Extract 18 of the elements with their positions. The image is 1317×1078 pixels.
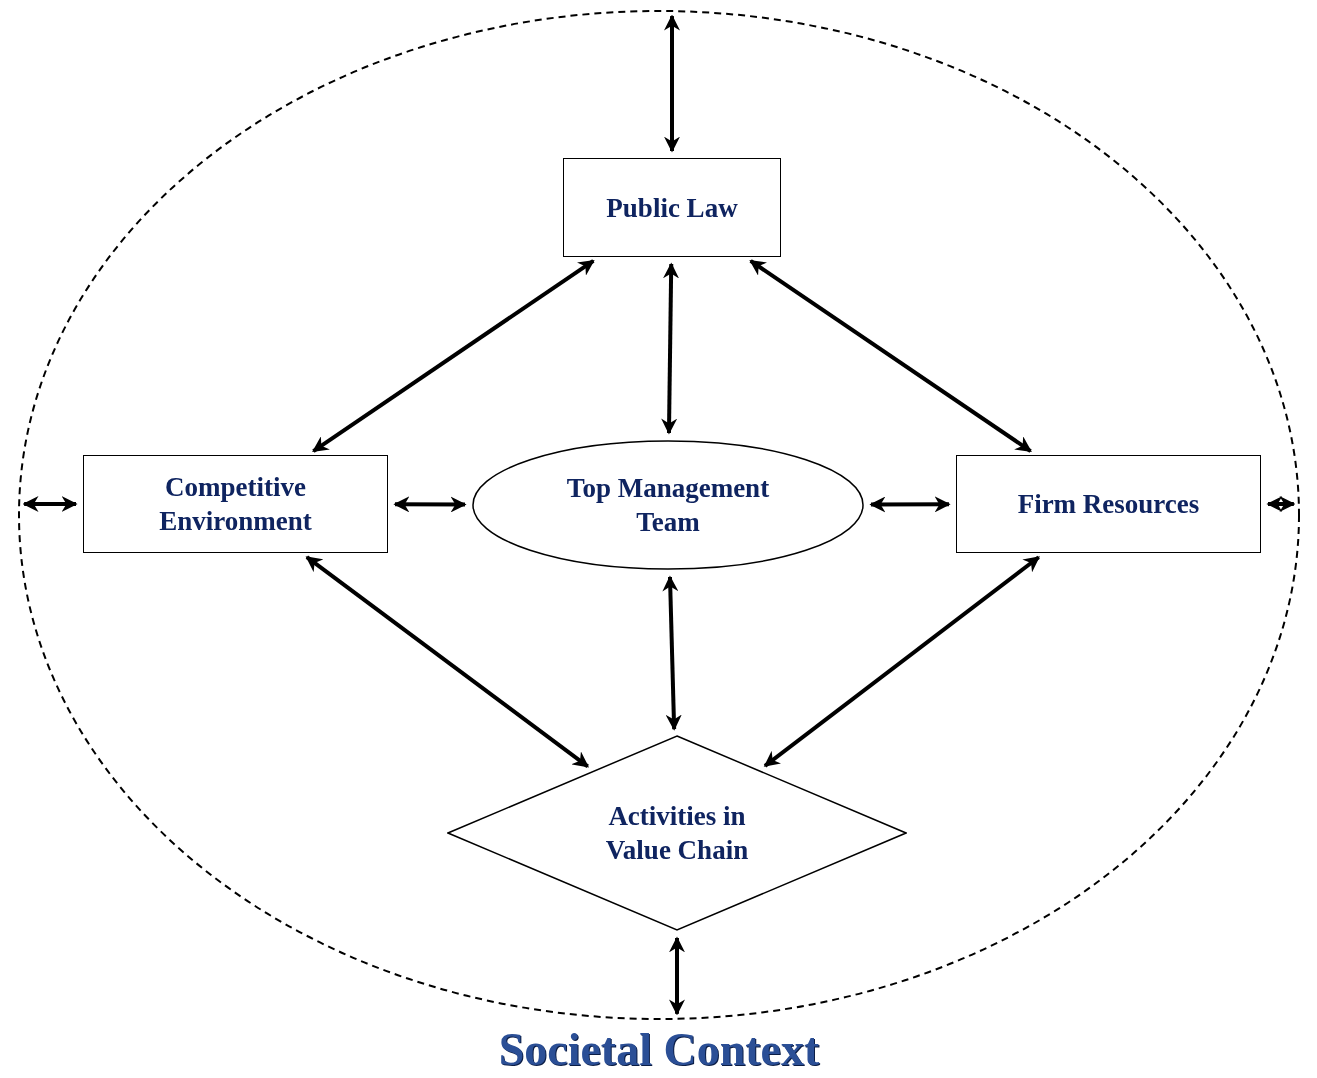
double-arrow [1266,496,1296,512]
context-title: Societal Context [497,1023,821,1077]
double-arrow [763,555,1040,768]
process-box: Firm Resources [956,455,1261,553]
process-box: Competitive Environment [83,455,388,553]
double-arrow [664,14,680,153]
decision-diamond: Activities in Value Chain [447,735,907,931]
double-arrow [305,555,589,769]
double-arrow [312,259,595,453]
oval: Top Management Team [472,440,864,570]
double-arrow [749,259,1032,453]
double-arrow [393,496,467,513]
double-arrow [669,936,685,1016]
double-arrow [662,575,682,731]
double-arrow [869,496,951,513]
double-arrow [22,496,78,512]
process-box: Public Law [563,158,781,257]
double-arrow [661,262,680,435]
